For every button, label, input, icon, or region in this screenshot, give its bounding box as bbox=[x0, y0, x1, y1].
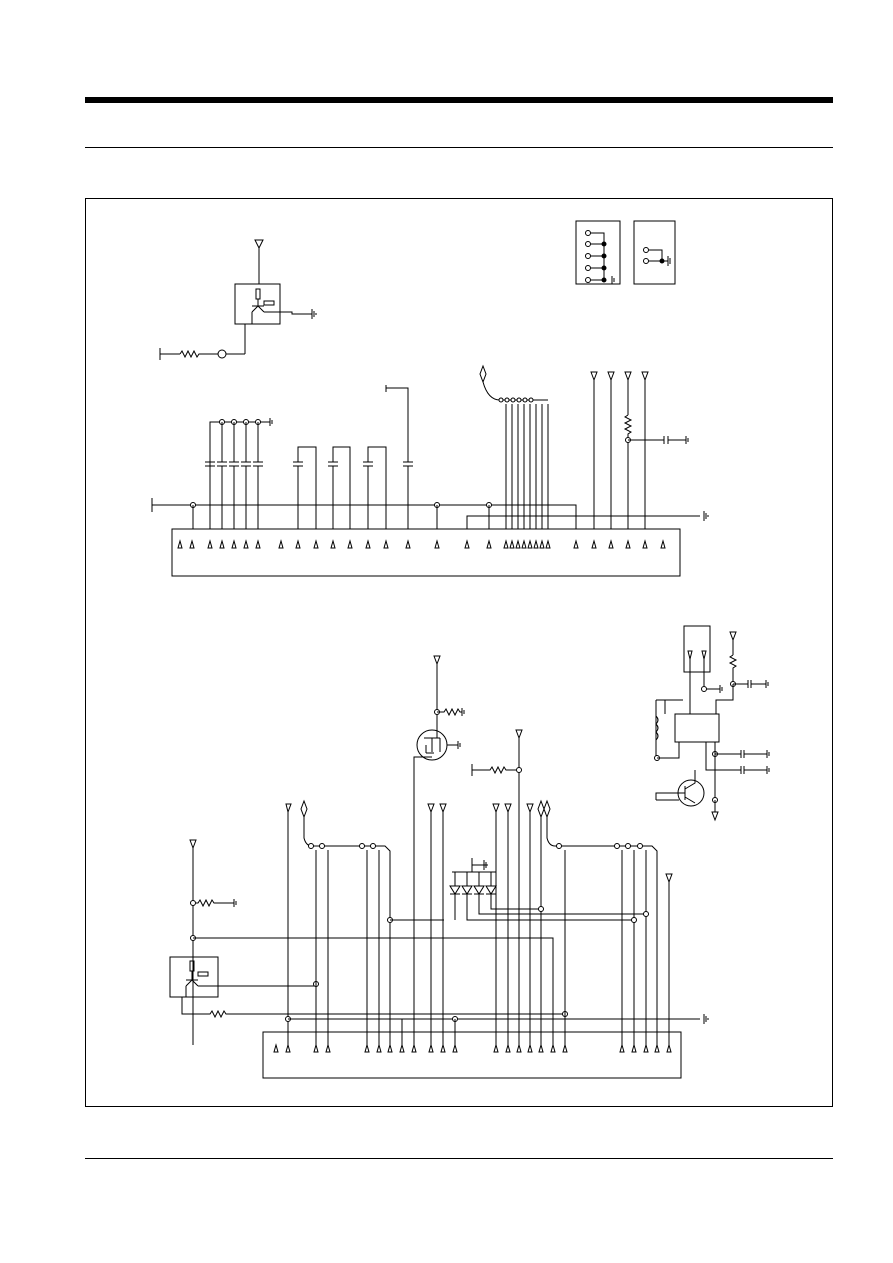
footer-rule bbox=[85, 1158, 833, 1159]
bus-wires-lower bbox=[285, 799, 709, 1045]
header-rule bbox=[85, 147, 833, 148]
mosfet-switch bbox=[413, 655, 523, 1045]
bus-wires-upper bbox=[151, 498, 709, 529]
connector-blocks-upper bbox=[575, 220, 676, 285]
header-bar bbox=[85, 97, 833, 103]
power-ic-block bbox=[654, 625, 770, 822]
decoupling-capacitors bbox=[205, 385, 413, 529]
transistor-module-lower bbox=[169, 839, 568, 1045]
main-connector-lower bbox=[262, 1031, 682, 1079]
flags-and-filter-upper bbox=[590, 371, 689, 529]
main-connector-upper bbox=[171, 528, 681, 577]
diagram-frame bbox=[85, 198, 833, 1107]
data-bus-upper bbox=[479, 364, 549, 529]
transistor-module-upper bbox=[159, 239, 317, 360]
diode-array bbox=[449, 858, 649, 923]
